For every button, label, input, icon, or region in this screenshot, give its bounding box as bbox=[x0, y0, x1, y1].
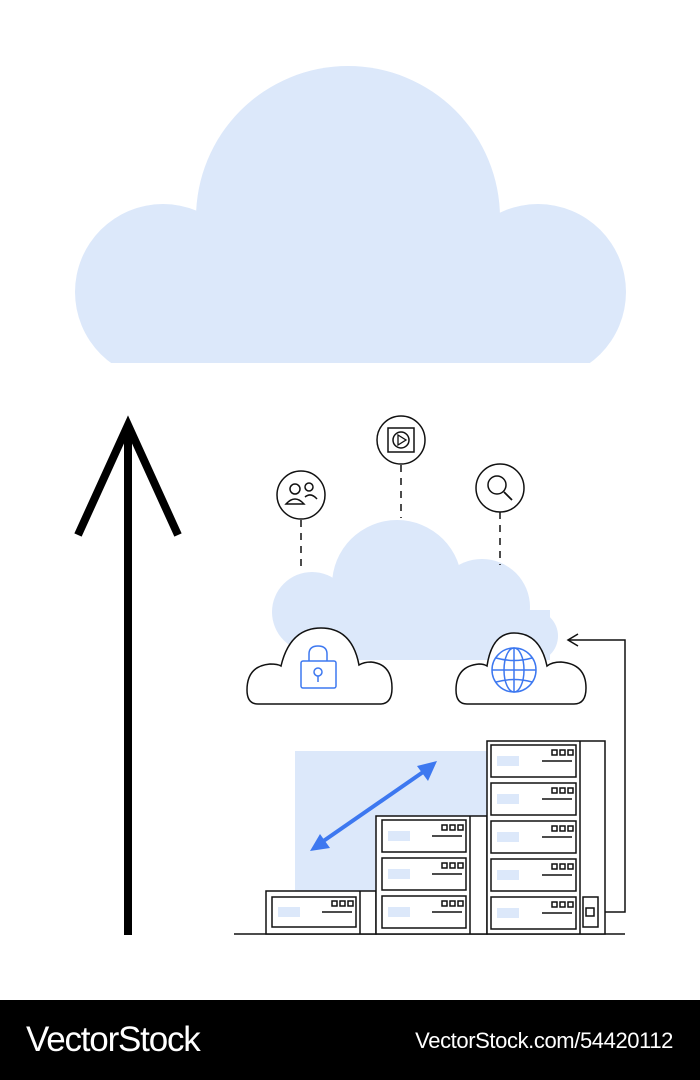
image-reference: VectorStock.com/54420112 bbox=[415, 1028, 673, 1053]
brand-logo-text: VectorStock bbox=[26, 1020, 201, 1059]
double-arrow bbox=[310, 761, 437, 851]
lock-icon bbox=[300, 645, 337, 689]
server-rack-medium bbox=[375, 815, 488, 935]
dashed-connectors bbox=[300, 465, 501, 570]
users-icon bbox=[276, 470, 326, 520]
globe-cloud bbox=[455, 632, 587, 705]
illustration bbox=[70, 66, 630, 935]
server-rack-short bbox=[265, 890, 377, 935]
video-play-icon bbox=[376, 415, 426, 465]
search-icon bbox=[475, 463, 525, 513]
server-port bbox=[582, 896, 599, 928]
connector-arrow bbox=[566, 633, 626, 913]
server-rack-tall bbox=[486, 740, 606, 935]
globe-icon bbox=[491, 647, 537, 693]
upward-arrow bbox=[74, 415, 182, 935]
footer-bar: VectorStock VectorStock.com/54420112 bbox=[0, 1000, 700, 1080]
lock-cloud bbox=[246, 627, 393, 705]
large-cloud bbox=[70, 66, 630, 383]
